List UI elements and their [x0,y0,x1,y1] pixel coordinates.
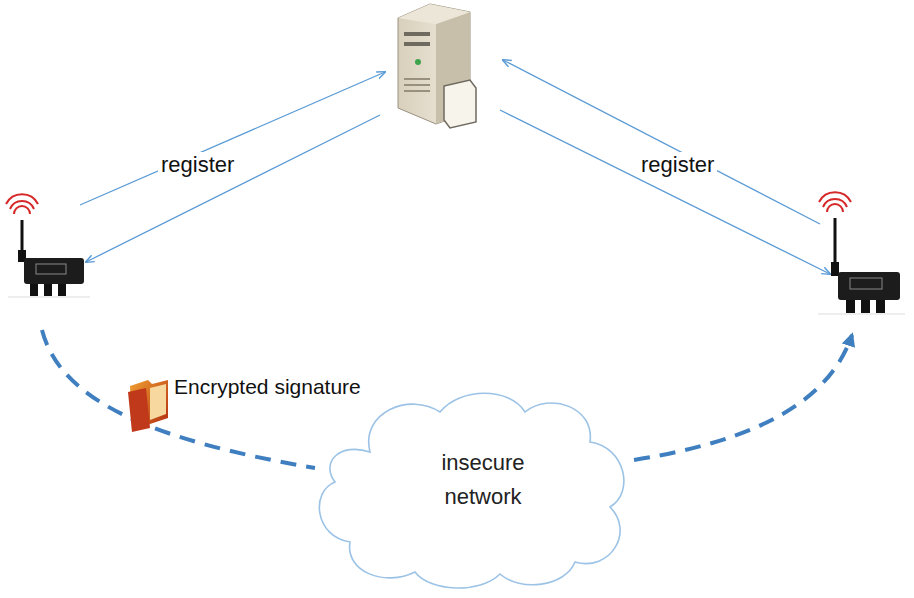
edge-label: register [638,152,717,178]
server-icon [398,4,476,128]
folder-icon [128,380,168,432]
cloud-label: insecure network [428,446,538,514]
register-arrow [80,60,830,274]
message-label: Encrypted signature [171,374,364,400]
network-cloud: insecure network [310,382,640,594]
edge-label: register [158,152,237,178]
wireless-sensor [818,192,905,314]
wireless-sensor [6,194,90,297]
